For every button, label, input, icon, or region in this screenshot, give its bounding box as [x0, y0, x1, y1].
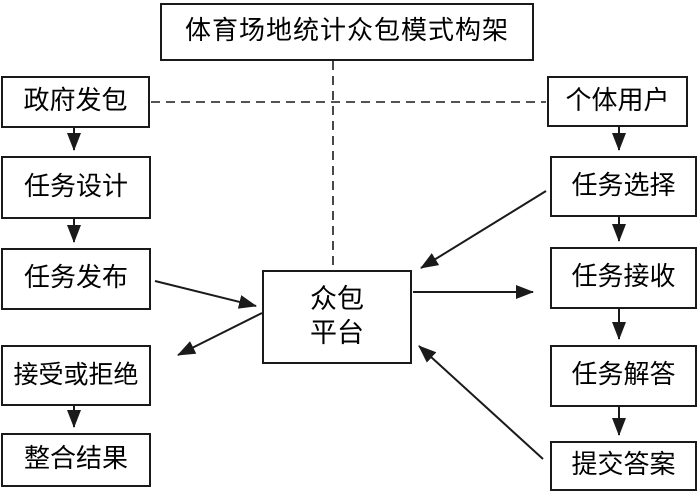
diagram-title-box: 体育场地统计众包模式构架 [160, 3, 534, 61]
node-label: 提交答案 [571, 450, 676, 481]
node-accept-or-reject: 接受或拒绝 [1, 345, 151, 406]
node-label: 任务接收 [571, 262, 676, 293]
node-label: 个体用户 [565, 85, 670, 116]
arrow-submit-to-platform [418, 345, 544, 460]
node-government-outsource: 政府发包 [1, 76, 150, 128]
node-label: 整合结果 [23, 444, 128, 475]
node-label: 任务发布 [23, 263, 128, 294]
node-label: 任务设计 [23, 171, 128, 202]
platform-label-line2: 平台 [310, 318, 364, 349]
node-task-answer: 任务解答 [550, 345, 697, 407]
arrow-task-publish-to-platform [154, 280, 257, 309]
node-integrate-results: 整合结果 [1, 433, 151, 487]
diagram-title: 体育场地统计众包模式构架 [184, 16, 509, 47]
node-task-publish: 任务发布 [1, 248, 151, 310]
node-crowdsourcing-platform: 众包 平台 [262, 270, 412, 364]
node-label: 任务解答 [571, 360, 676, 391]
node-task-design: 任务设计 [1, 156, 151, 219]
node-label: 任务选择 [571, 170, 676, 201]
node-task-receive: 任务接收 [550, 247, 697, 309]
node-individual-user: 个体用户 [547, 76, 688, 127]
node-submit-answer: 提交答案 [550, 441, 697, 491]
platform-label-line1: 众包 [310, 284, 364, 316]
arrow-platform-to-accept-reject [177, 312, 263, 356]
node-label: 政府发包 [23, 86, 128, 117]
node-label: 接受或拒绝 [13, 360, 139, 390]
arrow-task-select-to-platform [420, 190, 547, 269]
node-task-select: 任务选择 [550, 156, 697, 217]
